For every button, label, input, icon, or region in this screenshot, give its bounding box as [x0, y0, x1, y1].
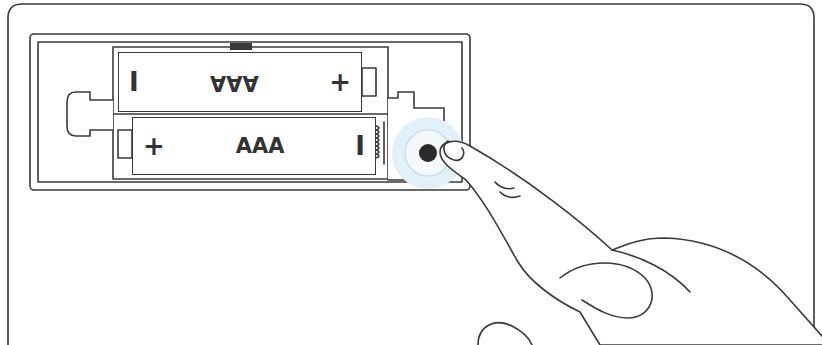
battery-size: AAA — [210, 72, 259, 93]
contact-plate — [383, 122, 385, 164]
positive-terminal — [362, 68, 376, 96]
battery: + AAA I — [132, 117, 376, 175]
positive-terminal — [118, 130, 132, 158]
holder-divider — [113, 113, 388, 115]
reset-button — [419, 144, 437, 162]
battery-holder — [113, 47, 388, 179]
compartment-outer — [30, 34, 470, 190]
hand — [440, 141, 822, 345]
polarity-mark: + — [329, 69, 351, 95]
polarity-mark: I — [355, 133, 365, 159]
spring-contact — [376, 126, 379, 158]
polarity-mark: I — [129, 69, 139, 95]
tab — [230, 43, 252, 50]
polarity-mark: + — [143, 133, 165, 159]
battery: I AAA + — [118, 52, 362, 112]
battery-size: AAA — [236, 136, 285, 157]
latch — [67, 92, 113, 136]
